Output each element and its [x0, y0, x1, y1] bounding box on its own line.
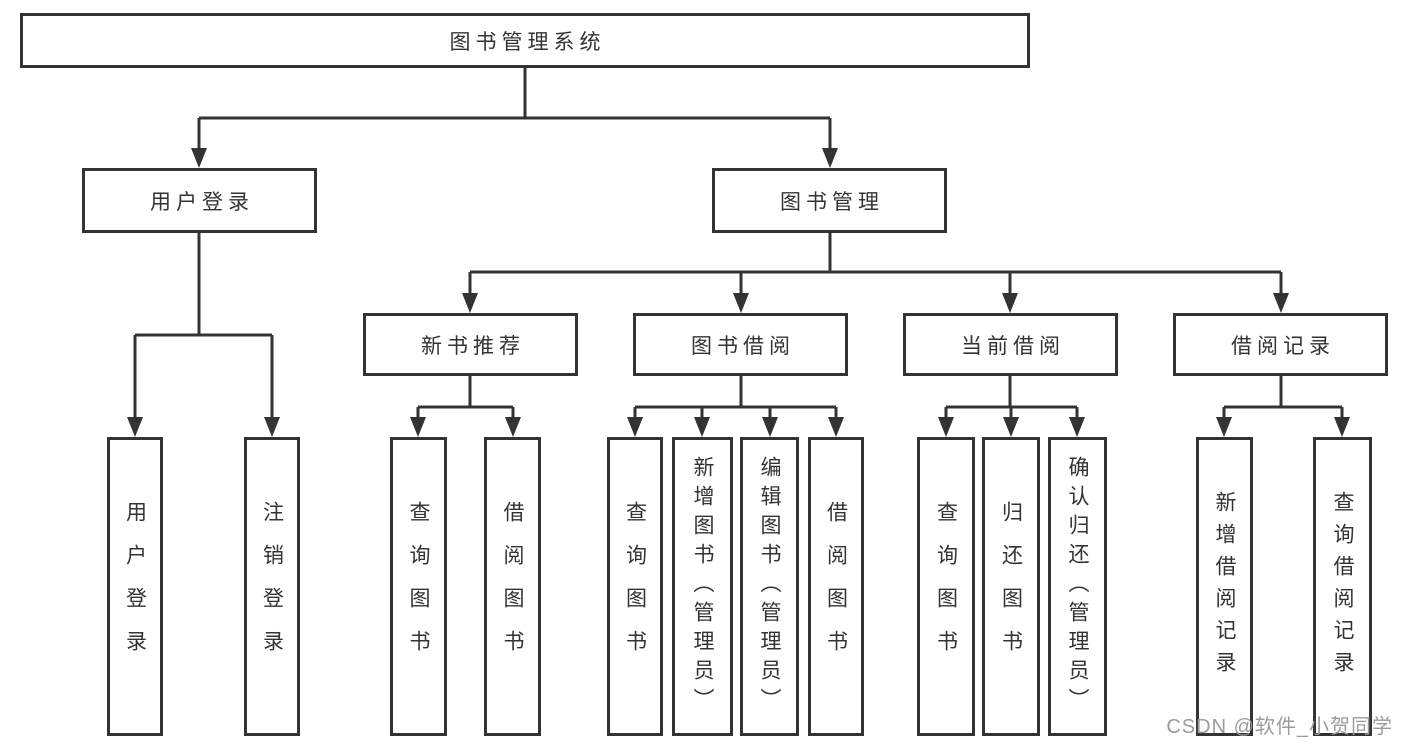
leaf-borrow-books-recommend: 借阅图书: [484, 437, 541, 736]
leaf-query-borrow-record-label: 查询借阅记录: [1331, 490, 1354, 683]
node-root: 图书管理系统: [20, 13, 1030, 68]
leaf-borrow-books-label: 借阅图书: [824, 500, 848, 673]
node-book-borrow-label: 图书借阅: [691, 334, 795, 358]
leaf-borrow-books-recommend-label: 借阅图书: [501, 500, 524, 673]
leaf-query-books-current-label: 查询图书: [934, 500, 958, 673]
leaf-add-borrow-record-label: 新增借阅记录: [1213, 490, 1236, 683]
node-new-book-recommend: 新书推荐: [363, 313, 578, 376]
leaf-return-books: 归还图书: [982, 437, 1040, 736]
leaf-query-borrow-record: 查询借阅记录: [1313, 437, 1372, 736]
leaf-add-borrow-record: 新增借阅记录: [1196, 437, 1253, 736]
node-borrow-records: 借阅记录: [1173, 313, 1388, 376]
leaf-logout: 注销登录: [244, 437, 300, 736]
node-book-borrow: 图书借阅: [633, 313, 848, 376]
csdn-watermark: CSDN @软件_小贺同学: [1166, 716, 1393, 738]
leaf-query-books-recommend-label: 查询图书: [407, 500, 430, 673]
node-root-label: 图书管理系统: [449, 30, 606, 54]
node-user-login-label: 用户登录: [150, 190, 254, 214]
leaf-edit-books-admin-label: 编辑图书（管理员）: [758, 456, 781, 717]
node-current-borrow: 当前借阅: [903, 313, 1118, 376]
leaf-confirm-return-admin: 确认归还（管理员）: [1048, 437, 1107, 736]
node-user-login: 用户登录: [82, 168, 317, 233]
leaf-query-books-borrow: 查询图书: [607, 437, 663, 736]
arrowheads: [127, 148, 1350, 437]
leaf-query-books-recommend: 查询图书: [390, 437, 447, 736]
leaf-user-login: 用户登录: [107, 437, 163, 736]
leaf-query-books-current: 查询图书: [917, 437, 975, 736]
leaf-add-books-admin: 新增图书（管理员）: [672, 437, 733, 736]
node-current-borrow-label: 当前借阅: [961, 334, 1065, 358]
leaf-return-books-label: 归还图书: [999, 500, 1023, 673]
leaf-add-books-admin-label: 新增图书（管理员）: [691, 456, 714, 717]
leaf-query-books-borrow-label: 查询图书: [623, 500, 647, 673]
node-new-book-recommend-label: 新书推荐: [421, 334, 525, 358]
leaf-logout-label: 注销登录: [260, 500, 284, 673]
leaf-borrow-books: 借阅图书: [808, 437, 864, 736]
node-borrow-records-label: 借阅记录: [1231, 334, 1335, 358]
leaf-user-login-label: 用户登录: [123, 500, 147, 673]
leaf-edit-books-admin: 编辑图书（管理员）: [740, 437, 799, 736]
node-book-management: 图书管理: [712, 168, 947, 233]
node-book-management-label: 图书管理: [780, 190, 884, 214]
leaf-confirm-return-admin-label: 确认归还（管理员）: [1066, 456, 1089, 717]
